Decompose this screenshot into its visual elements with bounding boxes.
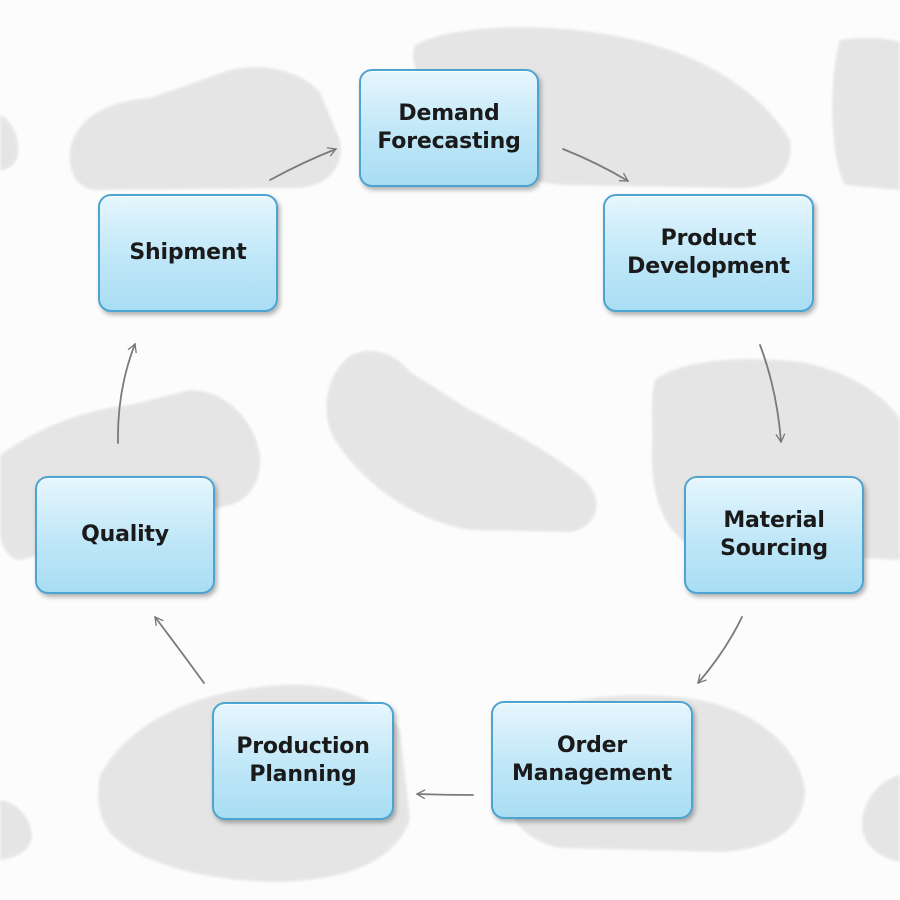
arrow-material-to-order [697,616,743,684]
step-label: Order Management [512,733,672,786]
shoe-icon [832,37,900,191]
shoe-icon [0,800,32,860]
step-label: Production Planning [236,734,370,787]
step-material-sourcing: Material Sourcing [684,476,864,594]
arrow-production-to-quality [154,616,205,684]
step-shipment: Shipment [98,194,278,312]
step-label: Shipment [129,240,247,265]
step-label: Material Sourcing [720,508,828,561]
shoe-icon [326,350,597,532]
arrow-demand-to-product [562,148,629,182]
arrow-order-to-production [416,789,474,800]
shoe-icon [862,775,900,862]
step-quality: Quality [35,476,215,594]
shoe-icon [0,115,19,170]
arrow-quality-to-shipment [117,343,137,444]
shoe-icon [69,66,341,190]
arrow-shipment-to-demand [269,147,337,181]
step-demand-forecasting: Demand Forecasting [359,69,539,187]
step-label: Product Development [627,226,790,279]
step-label: Quality [81,522,169,547]
step-label: Demand Forecasting [377,101,521,154]
step-order-management: Order Management [491,701,693,819]
step-production-planning: Production Planning [212,702,394,820]
step-product-development: Product Development [603,194,814,312]
arrow-product-to-material [759,344,786,443]
